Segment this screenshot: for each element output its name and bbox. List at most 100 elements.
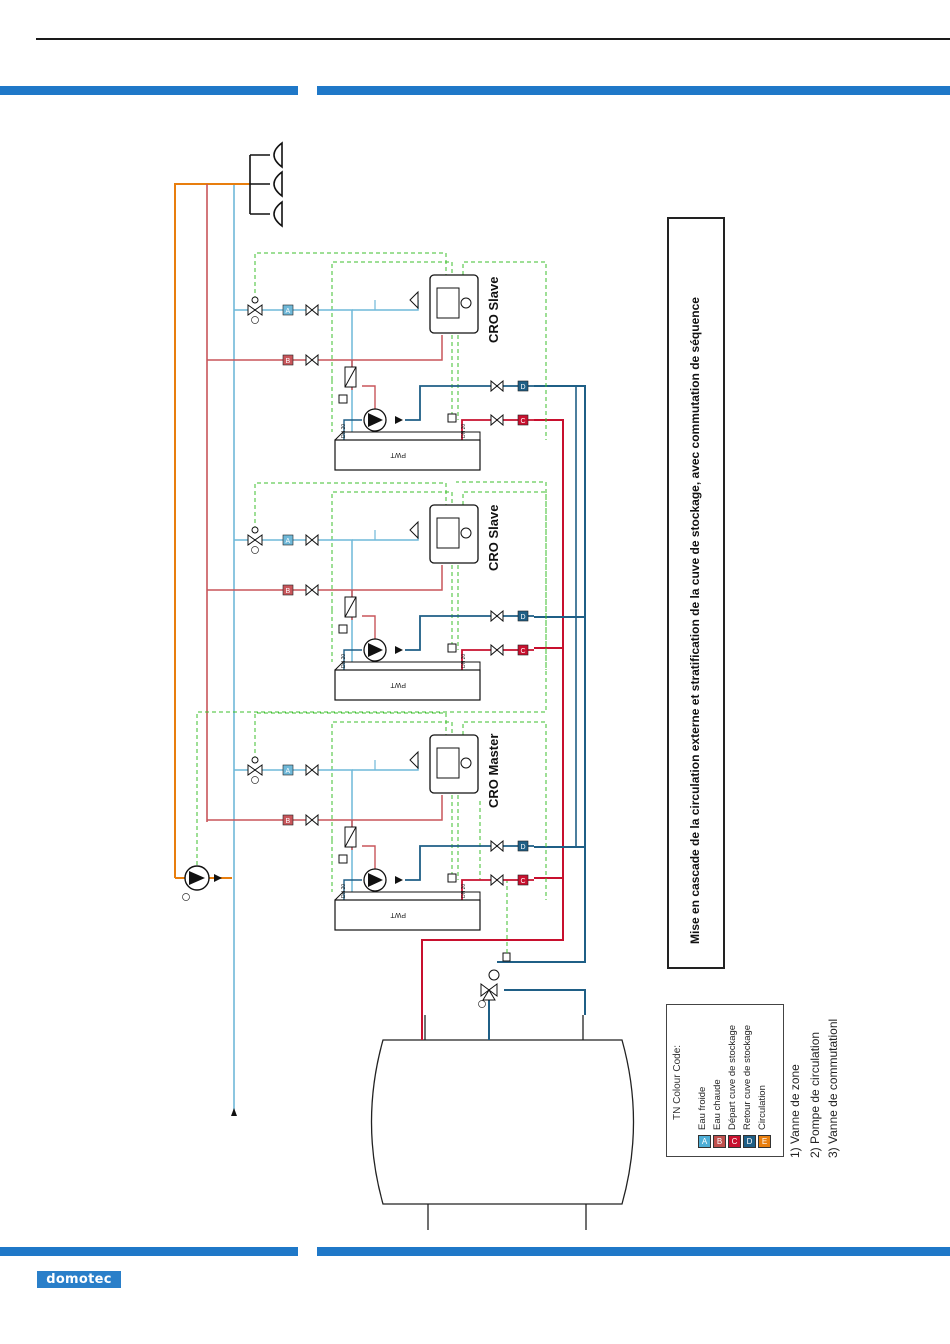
ball-valve-icon [311,583,319,597]
ball-valve-icon [311,763,319,777]
main-pipes [174,183,250,1110]
cold-branch [352,300,419,311]
ball-valve-icon [490,609,498,623]
legend-label: Eau froide [697,1086,708,1130]
pipe-tag [517,644,529,656]
storage-return-branch [405,845,534,881]
controller-knob [460,297,472,309]
storage-flow-branch [461,879,534,900]
pipe-tag-label: B [286,588,291,595]
footer-band-right [317,1247,950,1256]
pipe-tag [282,304,294,316]
storage-return-branch [405,385,534,421]
ball-valve-icon [490,413,498,427]
hot-branch [207,565,443,591]
storage-return-branch [343,649,362,670]
sensor-icon [338,394,348,404]
regulator-icon [344,826,357,848]
control-line [254,482,447,530]
ball-valve-icon [496,413,504,427]
ball-valve-icon [311,813,319,827]
ball-valve-icon [305,763,313,777]
pipe-tag [517,874,529,886]
cold-inlet-arrow [231,1108,237,1116]
sensor-icon [447,643,457,653]
ball-valve-icon [305,583,313,597]
ball-valve-icon [311,533,319,547]
zone-valve-icon [247,304,256,316]
safety-valve-icon [409,520,419,540]
cold-branch [352,760,419,771]
ball-valve-icon [490,873,498,887]
ball-valve-icon [490,643,498,657]
storage-trunks [421,385,586,1040]
control-line [331,721,453,840]
pipe-tag-label: D [521,844,526,851]
heat-exchanger [334,669,481,701]
heat-exchanger [334,431,481,441]
header-band-left [0,86,298,95]
hot-branch [207,795,443,821]
pipe-tag-label: A [286,768,291,775]
pipe-tag [282,534,294,546]
heat-exchanger [334,899,481,931]
domotec-logo: domotec [37,1271,121,1288]
ball-valve-icon [305,353,313,367]
pipe-tag-label: B [286,358,291,365]
pipe-tag-label: D [521,614,526,621]
sensor-icon [338,624,348,634]
regulator-icon [344,366,357,388]
header-rule [36,38,950,40]
port-size-label: DN 20 [341,884,347,898]
pipe-tag-label: C [521,418,526,425]
legend-swatch: E [758,1135,771,1148]
ball-valve-icon [305,813,313,827]
ball-valve-icon [496,839,504,853]
controller-knob [460,527,472,539]
pipe-tag-label: A [286,308,291,315]
cold-branch [352,530,419,541]
controller-display [436,747,460,779]
ball-valve-icon [305,303,313,317]
heat-exchanger-label: PWT [390,911,406,918]
callout-marker [251,316,259,324]
unit-label: CRO Master [486,733,501,808]
safety-valve-icon [409,290,419,310]
hot-branch [207,335,443,361]
control-line [462,491,547,670]
pipe-tag [282,814,294,826]
callout-marker [251,776,259,784]
caption-text: Mise en cascade de la circulation extern… [688,297,702,944]
ball-valve-icon [490,839,498,853]
regulator-icon [344,596,357,618]
ball-valve-icon [496,609,504,623]
port-size-label: DN 20 [341,424,347,438]
storage-return-branch [405,615,534,651]
legend-swatch: D [743,1135,756,1148]
unit-label: CRO Slave [486,504,501,571]
controller-display [436,287,460,319]
control-line [331,491,453,610]
hot-branch [362,615,376,640]
note-switch-valve: 3) Vanne de commutationl [826,1018,840,1158]
storage-flow-branch [461,649,534,670]
legend-box [666,1004,784,1157]
storage-return-branch [343,879,362,900]
legend-swatch: A [698,1135,711,1148]
check-valve-icon [395,416,403,424]
storage-return-branch [343,419,362,440]
zone-valve-icon [247,534,256,546]
zone-valve-icon [254,764,263,776]
control-line [331,261,453,380]
control-line [462,721,547,900]
legend-swatch: C [728,1135,741,1148]
zone-valve-actuator-icon [251,756,259,764]
pipe-tag-label: C [521,648,526,655]
port-size-label: DN 20 [461,654,467,668]
cold-branch [234,539,353,662]
pipe-tag [517,380,529,392]
check-valve-icon [395,646,403,654]
caption-box [667,217,725,969]
ball-valve-icon [490,379,498,393]
